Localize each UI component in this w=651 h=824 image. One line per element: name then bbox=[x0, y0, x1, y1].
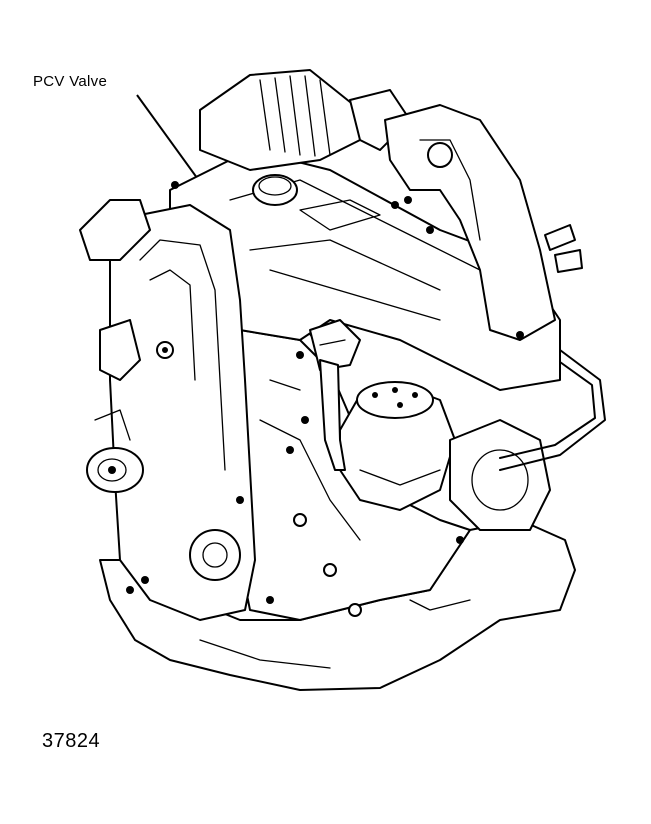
pcv-valve bbox=[309, 319, 361, 471]
distributor bbox=[339, 381, 456, 511]
figure-number: 37824 bbox=[42, 730, 101, 752]
bolts bbox=[126, 181, 464, 604]
air-intake-hose bbox=[199, 69, 411, 171]
timing-belt-cover bbox=[109, 204, 256, 621]
intake-manifold bbox=[384, 104, 583, 341]
valve-cover bbox=[169, 149, 561, 391]
water-pump-pulley bbox=[86, 447, 144, 493]
oil-filler-cap bbox=[252, 174, 298, 206]
starter-motor bbox=[449, 419, 551, 531]
accessory-bracket bbox=[79, 199, 151, 441]
pcv-valve-label: PCV Valve bbox=[33, 73, 108, 90]
oil-pan bbox=[99, 519, 576, 691]
coolant-pipe bbox=[499, 349, 606, 471]
